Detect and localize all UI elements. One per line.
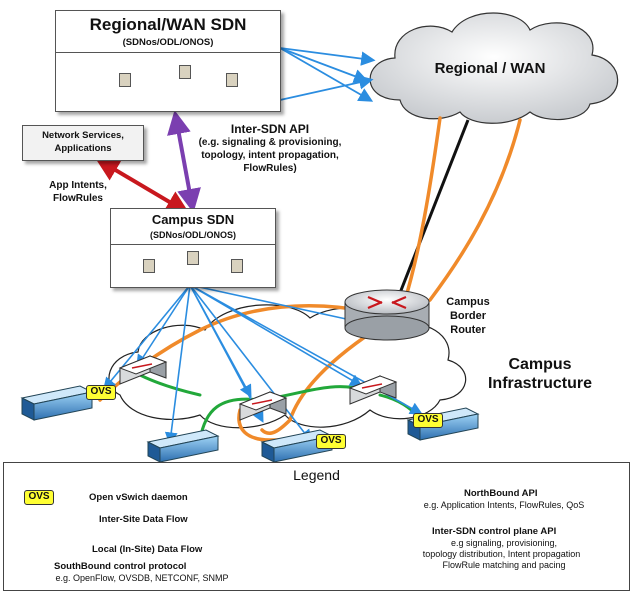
inter-sdn-api-line3: FlowRules)	[243, 163, 297, 174]
legend-local-text: Local (In-Site) Data Flow	[92, 544, 203, 555]
server-icon	[187, 251, 199, 265]
wan-uplink	[396, 119, 470, 299]
legend-northbound-title: NorthBound API	[464, 488, 538, 499]
regional-wan-cloud	[369, 12, 619, 124]
campus-infra-line1: Campus	[508, 356, 572, 373]
switch-icon	[118, 355, 168, 385]
southbound-arrows	[102, 284, 423, 446]
legend-intersdn-line2: topology distribution, Intent propagatio…	[422, 549, 581, 559]
divider	[56, 52, 280, 53]
ovs-badge: OVS	[86, 385, 116, 400]
border-router-line2: Border	[449, 310, 487, 322]
ovs-badge: OVS	[316, 434, 346, 449]
legend: Legend OVS Open vSwich daemon Inter-Site…	[3, 462, 630, 591]
server-icon	[231, 259, 243, 273]
inter-sdn-api-line2: topology, intent propagation,	[201, 150, 339, 161]
campus-infra-line2: Infrastructure	[487, 375, 593, 392]
legend-intersdn-title: Inter-SDN control plane API	[432, 526, 557, 537]
legend-title: Legend	[293, 467, 340, 483]
server-icon	[146, 429, 220, 463]
northbound-arrow	[95, 157, 190, 215]
server-icon	[20, 385, 94, 421]
regional-sdn-box: Regional/WAN SDN (SDNos/ODL/ONOS)	[55, 10, 281, 112]
regional-to-cloud-arrows	[279, 47, 376, 102]
server-icon	[143, 259, 155, 273]
server-icon	[226, 73, 238, 87]
divider	[111, 244, 275, 245]
border-router-line3: Router	[450, 324, 486, 336]
app-intents-line1: App Intents,	[49, 180, 107, 191]
network-services-line1: Network Services,	[42, 130, 124, 141]
legend-inter-site-text: Inter-Site Data Flow	[99, 514, 188, 525]
legend-intersdn-line3: FlowRule matching and pacing	[442, 560, 566, 570]
network-services-box: Network Services, Applications	[22, 125, 144, 161]
border-router-line1: Campus	[446, 296, 490, 308]
inter-sdn-api-title: Inter-SDN API	[230, 122, 310, 136]
switch-icon	[348, 375, 398, 405]
campus-sdn-box: Campus SDN (SDNos/ODL/ONOS)	[110, 208, 276, 288]
legend-intersdn-line1: e.g signaling, provisioning,	[450, 538, 558, 548]
server-icon	[119, 73, 131, 87]
server-icon	[179, 65, 191, 79]
ovs-badge: OVS	[413, 413, 443, 428]
campus-sdn-title: Campus SDN	[151, 212, 235, 227]
legend-southbound-title: SouthBound control protocol	[54, 561, 187, 572]
legend-northbound-desc: e.g. Application Intents, FlowRules, QoS	[423, 500, 585, 510]
switch-icon	[238, 391, 288, 421]
regional-sdn-subtitle: (SDNos/ODL/ONOS)	[122, 37, 214, 48]
legend-southbound-desc: e.g. OpenFlow, OVSDB, NETCONF, SNMP	[55, 573, 229, 583]
regional-sdn-title: Regional/WAN SDN	[89, 15, 247, 34]
legend-ovs-badge: OVS	[24, 490, 54, 505]
network-services-line2: Applications	[54, 143, 112, 154]
campus-sdn-subtitle: (SDNos/ODL/ONOS)	[149, 230, 236, 240]
border-router-icon	[344, 289, 430, 341]
inter-sdn-api-line1: (e.g. signaling & provisioning,	[198, 137, 342, 148]
regional-wan-label: Regional / WAN	[434, 60, 546, 77]
legend-ovs-text: Open vSwich daemon	[89, 492, 188, 503]
app-intents-line2: FlowRules	[52, 193, 103, 204]
